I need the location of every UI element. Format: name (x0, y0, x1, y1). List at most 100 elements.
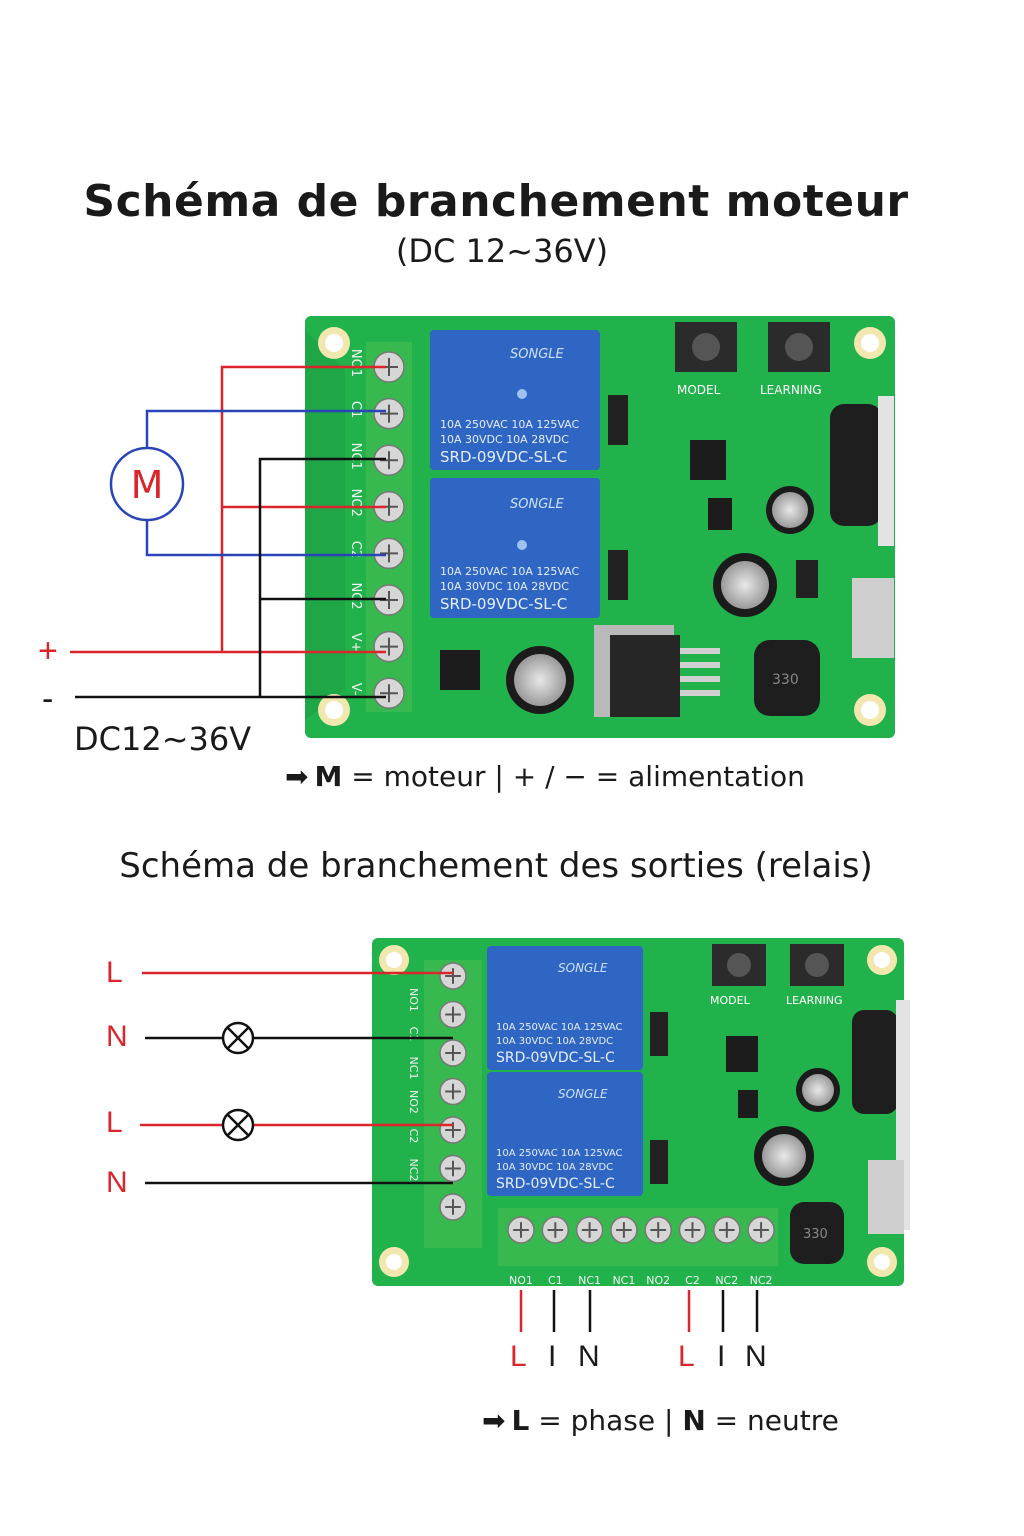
wires-diagram-2 (140, 971, 759, 1332)
relay-board-2: SONGLE 10A 250VAC 10A 125VAC 10A 30VDC 1… (372, 938, 910, 1286)
model-button-1: MODEL (675, 322, 737, 397)
bottom-letter-i1: I (548, 1340, 557, 1373)
terminal-screw (747, 1216, 775, 1244)
terminal-label: NC2 (715, 1274, 738, 1287)
relay-brand-text: SONGLE (510, 497, 565, 512)
terminal-label: NC1 (348, 443, 363, 470)
svg-text:MODEL: MODEL (710, 994, 751, 1007)
terminal-label: NO2 (646, 1274, 670, 1287)
bottom-letter-i2: I (717, 1340, 726, 1373)
terminal-screw (439, 1077, 467, 1106)
relay-2a: SONGLE 10A 250VAC 10A 125VAC 10A 30VDC 1… (487, 946, 643, 1070)
diagram2-title: Schéma de branchement des sorties (relai… (119, 846, 873, 886)
terminal-screw (373, 397, 405, 430)
black-wire-nc1 (258, 457, 386, 697)
terminal-label: C1 (348, 401, 363, 418)
relay-1b: SONGLE 10A 250VAC 10A 125VAC 10A 30VDC 1… (430, 478, 600, 618)
bridge-1 (440, 650, 480, 690)
terminal-screw (439, 962, 467, 990)
terminal-screw (713, 1216, 741, 1244)
plus-label: + (38, 632, 58, 670)
diode-2a (650, 1012, 668, 1056)
terminal-screw (439, 1193, 467, 1221)
bottom-letter-l2: L (678, 1340, 695, 1373)
terminal-label: NC2 (750, 1274, 773, 1287)
capacitor-2a (754, 1126, 814, 1186)
relay-spec-text: 10A 250VAC 10A 125VAC (440, 565, 580, 578)
capacitor-1a (506, 646, 574, 714)
diode-2b (650, 1140, 668, 1184)
terminal-screw (678, 1216, 707, 1244)
terminal-screw (507, 1216, 535, 1244)
learning-button-1: LEARNING (760, 322, 830, 397)
diode-1c (796, 560, 818, 598)
terminal-screw (541, 1216, 570, 1244)
terminal-screw (644, 1216, 672, 1244)
svg-text:10A 30VDC 10A 28VDC: 10A 30VDC 10A 28VDC (496, 1162, 613, 1173)
svg-text:LEARNING: LEARNING (760, 383, 822, 397)
capacitor-2b (796, 1068, 840, 1112)
crystal-2 (868, 1160, 904, 1234)
terminal-label: NO1 (509, 1274, 533, 1287)
relay-board-1: SONGLE 10A 250VAC 10A 125VAC 10A 30VDC 1… (305, 316, 895, 738)
arrow-right-icon: ➡ (285, 760, 309, 793)
terminal-label: V- (348, 683, 363, 696)
antenna-coil-1 (830, 396, 894, 546)
left-label-l1: L (106, 956, 123, 989)
capacitor-1c (766, 486, 814, 534)
terminal-label: V+ (348, 633, 363, 653)
svg-text:SRD-09VDC-SL-C: SRD-09VDC-SL-C (496, 1176, 615, 1192)
terminal-screws-2-bottom (507, 1216, 775, 1244)
terminal-screw (373, 491, 405, 523)
relay-spec-text: 10A 30VDC 10A 28VDC (440, 433, 569, 446)
chip-2 (726, 1036, 758, 1072)
svg-text:LEARNING: LEARNING (786, 994, 842, 1007)
inductor-2: 330 (790, 1202, 844, 1264)
diode-1b (608, 550, 628, 600)
terminal-screw (373, 537, 405, 570)
terminal-label: NC2 (407, 1159, 420, 1182)
svg-text:10A 250VAC 10A 125VAC: 10A 250VAC 10A 125VAC (496, 1148, 623, 1159)
legend-1: ➡M = moteur | + / − = alimentation (285, 760, 805, 793)
learning-button-2: LEARNING (786, 944, 844, 1007)
terminal-screw (439, 1116, 467, 1144)
terminal-screw (610, 1216, 638, 1244)
chip-1 (690, 440, 726, 480)
terminal-label: C1 (548, 1274, 563, 1287)
relay-model-text: SRD-09VDC-SL-C (440, 448, 567, 466)
terminal-screws-2-left (439, 962, 467, 1221)
chip-1b (708, 498, 732, 530)
diode-1a (608, 395, 628, 445)
diagram1-title: Schéma de branchement moteur (83, 176, 909, 227)
inductor-1: 330 (754, 640, 820, 716)
red-wire-no1 (220, 365, 386, 652)
arrow-right-icon: ➡ (482, 1404, 506, 1437)
legend-2: ➡L = phase | N = neutre (482, 1404, 839, 1437)
terminal-screw (373, 630, 405, 663)
svg-text:SONGLE: SONGLE (558, 961, 608, 975)
terminal-screw (575, 1216, 604, 1244)
terminal-label: NO2 (407, 1090, 420, 1114)
terminal-screw (439, 1039, 467, 1067)
bottom-letter-l1: L (510, 1340, 527, 1373)
terminal-label: NC1 (407, 1057, 420, 1080)
blue-wire-c1 (145, 409, 386, 455)
minus-label: - (42, 680, 54, 718)
mounting-holes-2 (379, 945, 897, 1277)
relay-spec-text: 10A 30VDC 10A 28VDC (440, 580, 569, 593)
svg-text:SONGLE: SONGLE (558, 1087, 608, 1101)
regulator-1 (594, 625, 720, 717)
relay-model-text: SRD-09VDC-SL-C (440, 595, 567, 613)
left-label-l2: L (106, 1106, 123, 1139)
wires-diagram-1 (70, 365, 386, 699)
supply-label: DC12~36V (74, 720, 252, 758)
svg-text:330: 330 (772, 672, 799, 688)
mounting-holes-1 (318, 327, 886, 726)
bottom-letter-n2: N (745, 1340, 767, 1373)
relay-2b: SONGLE 10A 250VAC 10A 125VAC 10A 30VDC 1… (487, 1072, 643, 1196)
relay-brand-text: SONGLE (510, 347, 565, 362)
terminal-screw (439, 1000, 467, 1029)
terminal-screw (373, 677, 405, 709)
